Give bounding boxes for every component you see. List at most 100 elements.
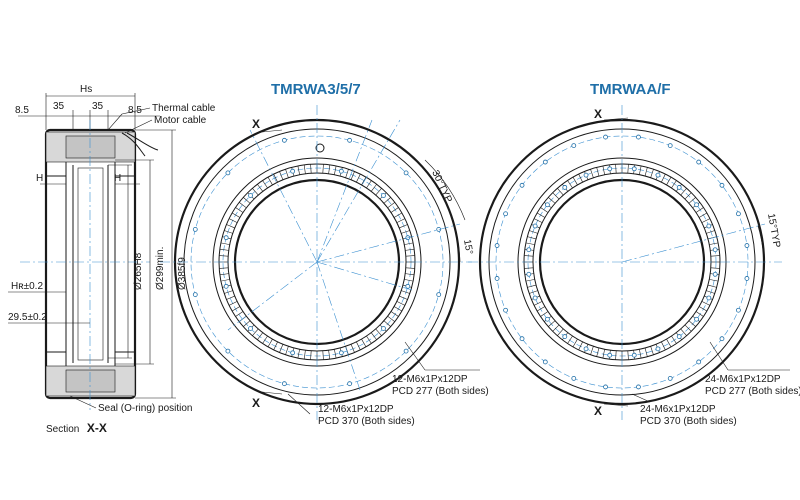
gear-tooth (267, 176, 273, 186)
inner-mounting-hole (712, 271, 718, 277)
view-a-outer-label-2: PCD 370 (Both sides) (318, 416, 415, 427)
gear-tooth (399, 224, 408, 229)
gear-tooth (285, 346, 289, 355)
gear-tooth (350, 171, 355, 180)
section-prefix: Section (46, 424, 79, 435)
gear-tooth (680, 328, 687, 336)
view-b-inner-holes (526, 166, 718, 358)
view-a-title: TMRWA3/5/7 (271, 81, 361, 98)
gear-tooth (366, 335, 372, 344)
gear-tooth (279, 344, 284, 353)
dim-h-left: H (36, 173, 43, 184)
gear-tooth (252, 328, 259, 336)
outer-mounting-hole (281, 381, 287, 387)
outer-mounting-hole (519, 182, 525, 188)
inner-mounting-hole (712, 247, 718, 253)
inner-mounting-hole (607, 166, 613, 172)
gear-tooth (310, 164, 312, 174)
view-a-angle-30: 30°TYP (429, 169, 454, 205)
dim-flange-right: 8.5 (128, 105, 142, 116)
outer-mounting-hole (571, 376, 577, 381)
inner-mounting-hole (676, 334, 682, 339)
gear-tooth (273, 341, 278, 351)
gear-tooth (661, 173, 666, 183)
gear-tooth (701, 218, 711, 223)
gear-tooth (524, 255, 534, 257)
inner-mounting-hole (338, 350, 344, 356)
gear-tooth (405, 273, 415, 276)
gear-tooth (322, 350, 324, 360)
gear-tooth (680, 188, 687, 196)
view-b: TMRWAA/F 15°TYP X X 24-M6x1Px12DP PCD 27… (468, 81, 800, 427)
inner-mounting-hole (290, 168, 296, 174)
gear-tooth (548, 320, 556, 327)
gear-tooth (529, 230, 538, 234)
inner-mounting-hole (223, 235, 229, 241)
gear-tooth (684, 192, 692, 200)
view-a-section-mark-bottom: X (252, 396, 260, 410)
outer-mounting-hole (736, 211, 741, 217)
outer-mounting-hole (636, 384, 641, 390)
gear-tooth (602, 165, 605, 175)
dim-flange-left: 8.5 (15, 105, 29, 116)
inner-mounting-hole (655, 346, 661, 352)
gear-tooth (695, 207, 704, 213)
gear-tooth (529, 290, 538, 294)
outer-mounting-hole (436, 292, 442, 298)
gear-tooth (219, 248, 229, 251)
gear-tooth (572, 338, 578, 348)
gear-tooth (578, 341, 583, 351)
outer-mounting-hole (744, 243, 750, 248)
gear-tooth (533, 301, 543, 306)
dim-hs: Hs (80, 84, 92, 95)
gear-tooth (596, 167, 600, 177)
inner-mounting-hole (545, 316, 550, 322)
outer-mounting-hole (403, 348, 409, 354)
view-b-angle-15: 15°TYP (765, 213, 782, 249)
gear-tooth (297, 165, 300, 175)
gear-tooth (393, 306, 403, 312)
gear-tooth (650, 346, 654, 355)
gear-tooth (644, 167, 648, 177)
gear-tooth (650, 169, 654, 178)
section-outer-body (44, 128, 137, 400)
outer-mounting-hole (603, 384, 608, 390)
gear-tooth (404, 242, 414, 245)
label-seal: Seal (O-ring) position (98, 403, 192, 414)
label-motor-cable: Motor cable (154, 115, 207, 126)
inner-mounting-hole (381, 326, 386, 331)
gear-tooth (615, 164, 617, 174)
gear-tooth (557, 188, 564, 196)
outer-mounting-hole (503, 307, 508, 313)
gear-tooth (709, 279, 719, 282)
gear-tooth (252, 188, 259, 196)
gear-tooth (297, 349, 300, 359)
gear-tooth (328, 350, 331, 360)
inner-mounting-hole (583, 172, 589, 178)
gear-tooth (671, 180, 677, 189)
section-bottom-coil (65, 369, 116, 393)
outer-mounting-hole (192, 292, 198, 298)
inner-mounting-hole (676, 185, 682, 190)
outer-mounting-hole (519, 336, 525, 342)
section-label: Section X-X (46, 419, 107, 436)
gear-tooth (383, 197, 391, 204)
view-a-index-hole (315, 143, 325, 153)
gear-tooth (356, 173, 361, 183)
inner-mounting-hole (607, 352, 613, 358)
gear-tooth (375, 188, 382, 196)
gear-tooth (552, 324, 560, 332)
gear-tooth (226, 224, 235, 229)
gear-tooth (602, 349, 605, 359)
gear-tooth (706, 290, 715, 294)
gear-tooth (527, 284, 537, 288)
inner-mounting-hole (545, 202, 550, 208)
section-view: Hs 8.5 35 35 8.5 H (8, 84, 216, 436)
gear-tooth (710, 255, 720, 257)
dim-d385: Ø385f9 (177, 257, 188, 290)
gear-tooth (695, 311, 704, 317)
gear-tooth (707, 284, 717, 288)
gear-tooth (387, 202, 395, 209)
gear-tooth (262, 180, 268, 189)
gear-tooth (688, 320, 696, 327)
